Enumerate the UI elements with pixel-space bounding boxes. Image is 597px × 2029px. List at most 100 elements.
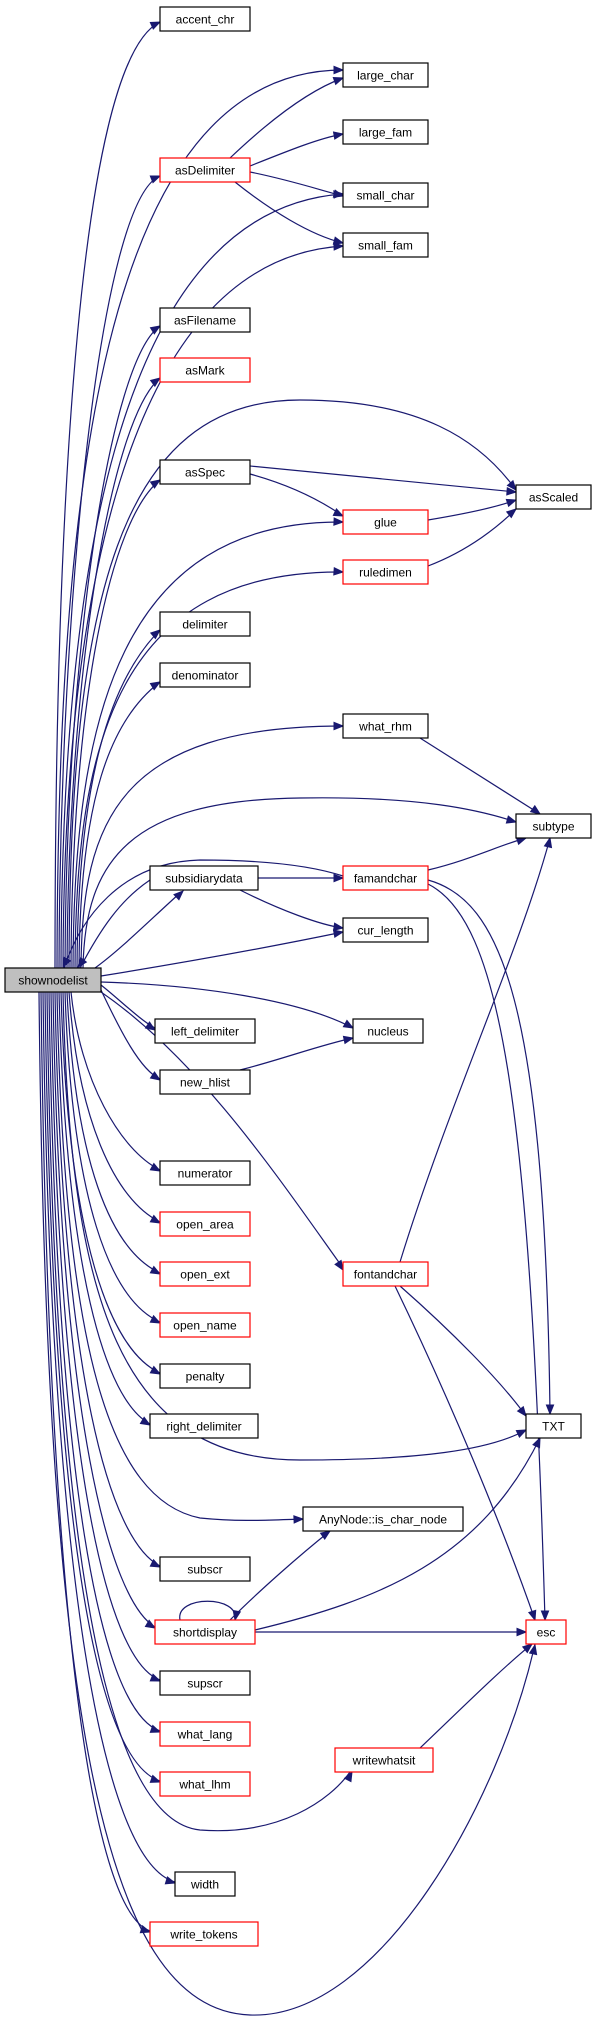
edge-spec-glue (249, 473, 344, 517)
edge-arrowhead (149, 1265, 162, 1275)
node-label: asSpec (185, 466, 225, 480)
edge-arrowhead (149, 175, 162, 184)
node-writewhatsit[interactable]: writewhatsit (334, 1747, 434, 1773)
node-open-ext[interactable]: open_ext (159, 1261, 251, 1287)
edge-arrowhead (333, 65, 345, 75)
node-asspec[interactable]: asSpec (159, 459, 251, 485)
edge-arrowhead (144, 1619, 157, 1629)
node-label: right_delimiter (166, 1420, 241, 1434)
edge-arrowhead (506, 479, 517, 492)
node-what-rhm[interactable]: what_rhm (342, 713, 429, 739)
node-accent-chr[interactable]: accent_chr (159, 6, 251, 32)
node-right-delimiter[interactable]: right_delimiter (149, 1413, 259, 1439)
node-label: large_fam (359, 126, 412, 140)
node-box (159, 1556, 251, 1582)
node-box (149, 1921, 259, 1947)
edge-open-area (68, 991, 161, 1223)
node-famandchar[interactable]: famandchar (342, 865, 429, 891)
edge-arrowhead (334, 1259, 344, 1272)
edge-right-delimiter (58, 991, 151, 1425)
edge-as-filename (64, 325, 161, 969)
edge-spec-scaled (249, 465, 517, 493)
edge-as-scaled-top (68, 399, 517, 969)
node-box (159, 611, 251, 637)
node-supscr[interactable]: supscr (159, 1670, 251, 1696)
node-label: fontandchar (354, 1268, 417, 1282)
edge-fontandchar (100, 991, 344, 1269)
edge-delim-small-fam (234, 181, 344, 244)
node-label: denominator (172, 669, 239, 683)
node-box (515, 813, 592, 839)
edge-shortdisplay (52, 991, 156, 1628)
edge-arrowhead (342, 1035, 355, 1045)
node-subsidiarydata[interactable]: subsidiarydata (149, 865, 259, 891)
node-delimiter[interactable]: delimiter (159, 611, 251, 637)
edge-arrowhead (506, 486, 518, 496)
edge-arrowhead (149, 1673, 162, 1682)
edge-large-char (56, 69, 344, 969)
node-asfilename[interactable]: asFilename (159, 307, 251, 333)
edge-ruledimen (74, 571, 344, 969)
edge-arrowhead (164, 1876, 177, 1885)
node-small-fam[interactable]: small_fam (342, 232, 429, 258)
node-shownodelist: shownodelist (4, 967, 102, 993)
node-denominator[interactable]: denominator (159, 662, 251, 688)
edge-arrowhead (516, 1627, 528, 1637)
node-label: subsidiarydata (165, 872, 243, 886)
node-shortdisplay[interactable]: shortdisplay (154, 1619, 256, 1645)
node-box (159, 1211, 251, 1237)
node-box (342, 62, 429, 88)
node-box (342, 509, 429, 535)
edge-delim-small-char (249, 171, 344, 197)
node-box (154, 1619, 256, 1645)
node-txt[interactable]: TXT (525, 1413, 582, 1439)
node-nucleus[interactable]: nucleus (352, 1018, 424, 1044)
edge-arrowhead (319, 1530, 332, 1541)
node-box (342, 917, 429, 943)
node-new-hlist[interactable]: new_hlist (159, 1069, 251, 1095)
node-width[interactable]: width (174, 1871, 236, 1897)
node-subtype[interactable]: subtype (515, 813, 592, 839)
node-open-name[interactable]: open_name (159, 1312, 251, 1338)
node-left-delimiter[interactable]: left_delimiter (154, 1018, 256, 1044)
edge-rhm-subtype (419, 737, 541, 815)
node-is-char-node[interactable]: AnyNode::is_char_node (302, 1506, 464, 1532)
node-what-lang[interactable]: what_lang (159, 1721, 251, 1747)
node-ruledimen[interactable]: ruledimen (342, 559, 429, 585)
node-asdelimiter[interactable]: asDelimiter (159, 157, 251, 183)
edge-arrowhead (149, 377, 162, 388)
node-label: what_lhm (178, 1778, 230, 1792)
edge-arrowhead (543, 836, 553, 849)
node-box (159, 1069, 251, 1095)
node-label: large_char (357, 69, 414, 83)
node-large-char[interactable]: large_char (342, 62, 429, 88)
node-box (159, 1771, 251, 1797)
node-box (159, 459, 251, 485)
edge-arrowhead (149, 1365, 162, 1375)
node-open-area[interactable]: open_area (159, 1211, 251, 1237)
node-large-fam[interactable]: large_fam (342, 119, 429, 145)
edge-write-esc (419, 1643, 533, 1749)
node-cur-length[interactable]: cur_length (342, 917, 429, 943)
node-small-char[interactable]: small_char (342, 182, 429, 208)
node-fontandchar[interactable]: fontandchar (342, 1261, 429, 1287)
node-subscr[interactable]: subscr (159, 1556, 251, 1582)
node-write-tokens[interactable]: write_tokens (149, 1921, 259, 1947)
node-box (342, 182, 429, 208)
node-glue[interactable]: glue (342, 509, 429, 535)
node-label: open_ext (180, 1268, 230, 1282)
edge-as-spec (70, 479, 161, 969)
node-numerator[interactable]: numerator (159, 1160, 251, 1186)
node-esc[interactable]: esc (525, 1619, 567, 1645)
node-asscaled[interactable]: asScaled (515, 484, 592, 510)
edge-short-txt (254, 1437, 541, 1631)
node-asmark[interactable]: asMark (159, 357, 251, 383)
node-box (342, 119, 429, 145)
edge-arrowhead (342, 1019, 355, 1029)
node-label: esc (537, 1626, 556, 1640)
edge-famandchar-back (63, 859, 344, 969)
node-label: ruledimen (359, 566, 412, 580)
edge-arrowhead (62, 956, 72, 969)
node-penalty[interactable]: penalty (159, 1363, 251, 1389)
node-what-lhm[interactable]: what_lhm (159, 1771, 251, 1797)
